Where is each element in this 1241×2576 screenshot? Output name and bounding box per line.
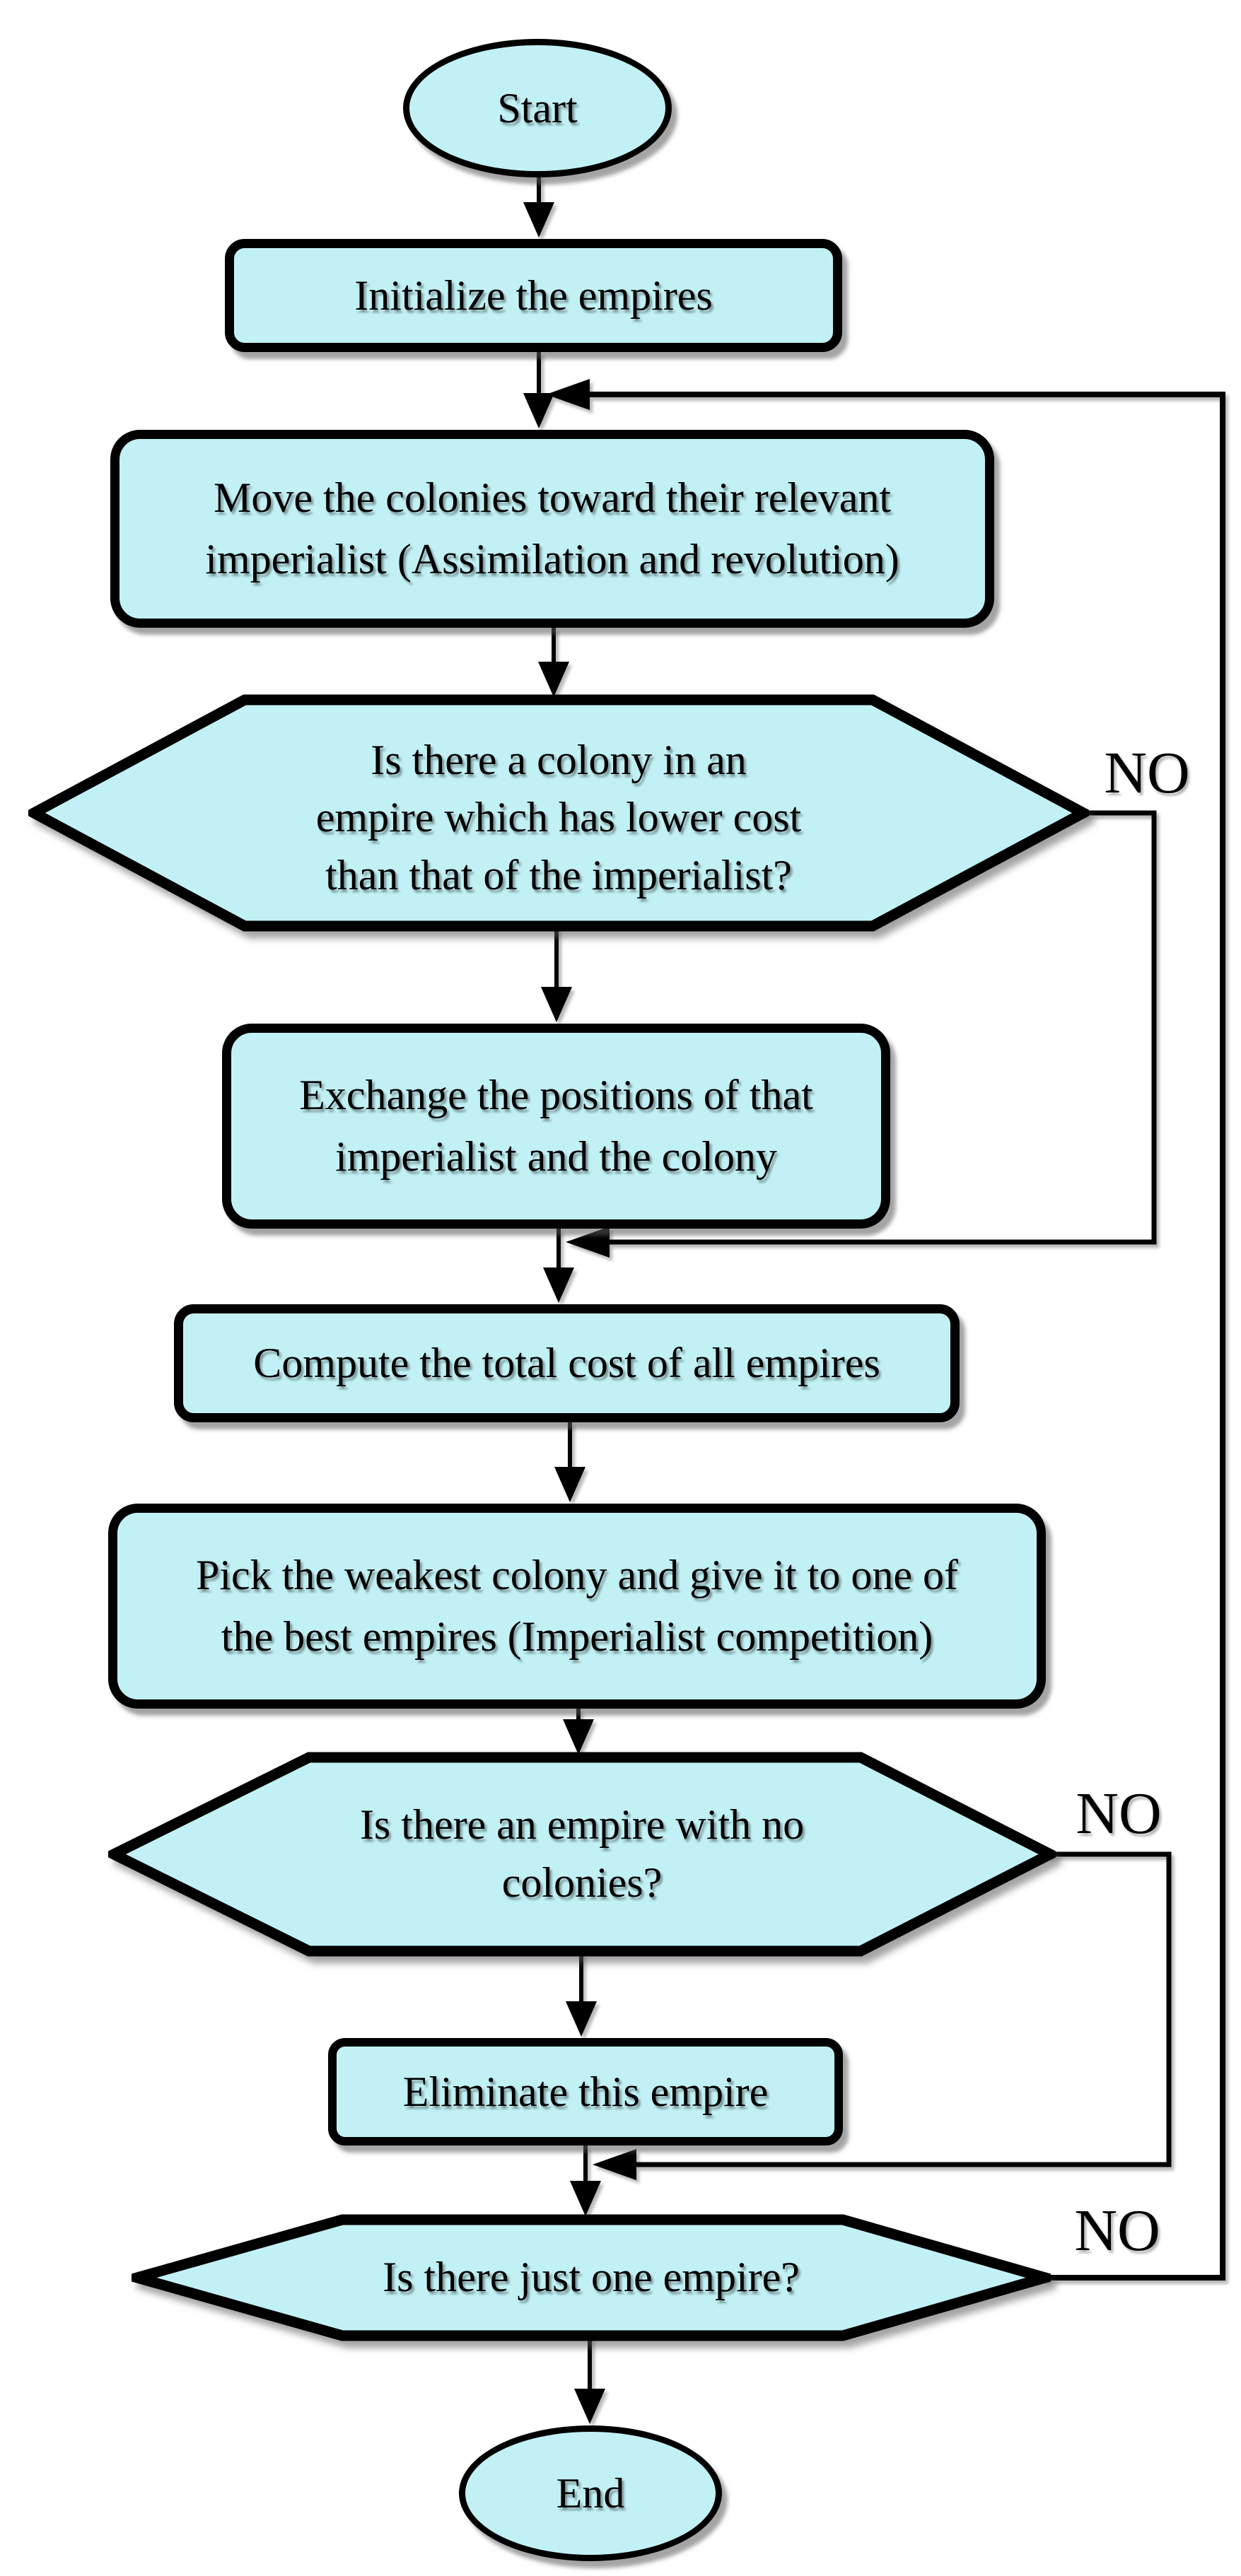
- process-label-line: Pick the weakest colony and give it to o…: [195, 1552, 959, 1598]
- edge-eliminate-to-decision3: [570, 2145, 601, 2216]
- end-label: End: [556, 2469, 625, 2517]
- process-label-line: Move the colonies toward their relevant: [213, 474, 891, 521]
- process-label: Compute the total cost of all empires: [253, 1340, 880, 1386]
- end-terminator: End: [459, 2425, 722, 2561]
- decision-label: Is there an empire with no colonies?: [359, 1801, 805, 1906]
- hexagon-shape: [28, 694, 1089, 932]
- decision-label: Is there a colony in an empire which has…: [315, 736, 802, 898]
- decision-label: Is there just one empire?: [383, 2254, 800, 2301]
- process-exchange-positions: Exchange the positions of that imperiali…: [222, 1024, 890, 1229]
- start-terminator: Start: [403, 39, 672, 177]
- process-label-line: imperialist and the colony: [335, 1133, 777, 1180]
- no-label-decision1: NO: [1104, 740, 1190, 806]
- process-label-line: Exchange the positions of that: [299, 1072, 813, 1118]
- edge-decision2-no-loop: [593, 1851, 1172, 2180]
- edge-decision1-no-loop: [566, 810, 1157, 1258]
- edge-decision3-to-end: [574, 2334, 605, 2424]
- edge-decision3-no-loop: [546, 379, 1225, 2281]
- edge-exchange-to-compute: [543, 1229, 574, 1303]
- hexagon-shape: [108, 1752, 1056, 1957]
- process-eliminate-empire: Eliminate this empire: [328, 2038, 843, 2145]
- decision-one-empire: Is there just one empire?: [132, 2214, 1051, 2341]
- edge-compute-to-pick: [554, 1422, 585, 1502]
- edge-pick-to-decision2: [563, 1709, 594, 1755]
- decision-empire-no-colonies: Is there an empire with no colonies?: [108, 1752, 1056, 1957]
- edge-decision1-to-exchange: [541, 926, 572, 1022]
- no-label-decision2: NO: [1076, 1781, 1162, 1846]
- process-move-colonies: Move the colonies toward their relevant …: [110, 430, 994, 628]
- process-label: Eliminate this empire: [402, 2068, 769, 2115]
- start-label: Start: [497, 84, 578, 131]
- decision-colony-lower-cost: Is there a colony in an empire which has…: [28, 694, 1089, 932]
- no-label-decision3: NO: [1074, 2198, 1160, 2264]
- edge-start-to-init: [523, 175, 554, 238]
- process-label-line: the best empires (Imperialist competitio…: [221, 1613, 933, 1660]
- edge-decision2-to-eliminate: [566, 1952, 597, 2037]
- process-label: Initialize the empires: [354, 271, 713, 319]
- process-initialize-empires: Initialize the empires: [225, 239, 842, 352]
- process-pick-weakest-colony: Pick the weakest colony and give it to o…: [108, 1504, 1046, 1709]
- edge-init-to-move: [523, 352, 554, 428]
- hexagon-shape: [132, 2214, 1051, 2341]
- edge-move-to-decision1: [538, 628, 569, 697]
- process-compute-total-cost: Compute the total cost of all empires: [174, 1304, 960, 1422]
- process-label-line: imperialist (Assimilation and revolution…: [205, 536, 899, 582]
